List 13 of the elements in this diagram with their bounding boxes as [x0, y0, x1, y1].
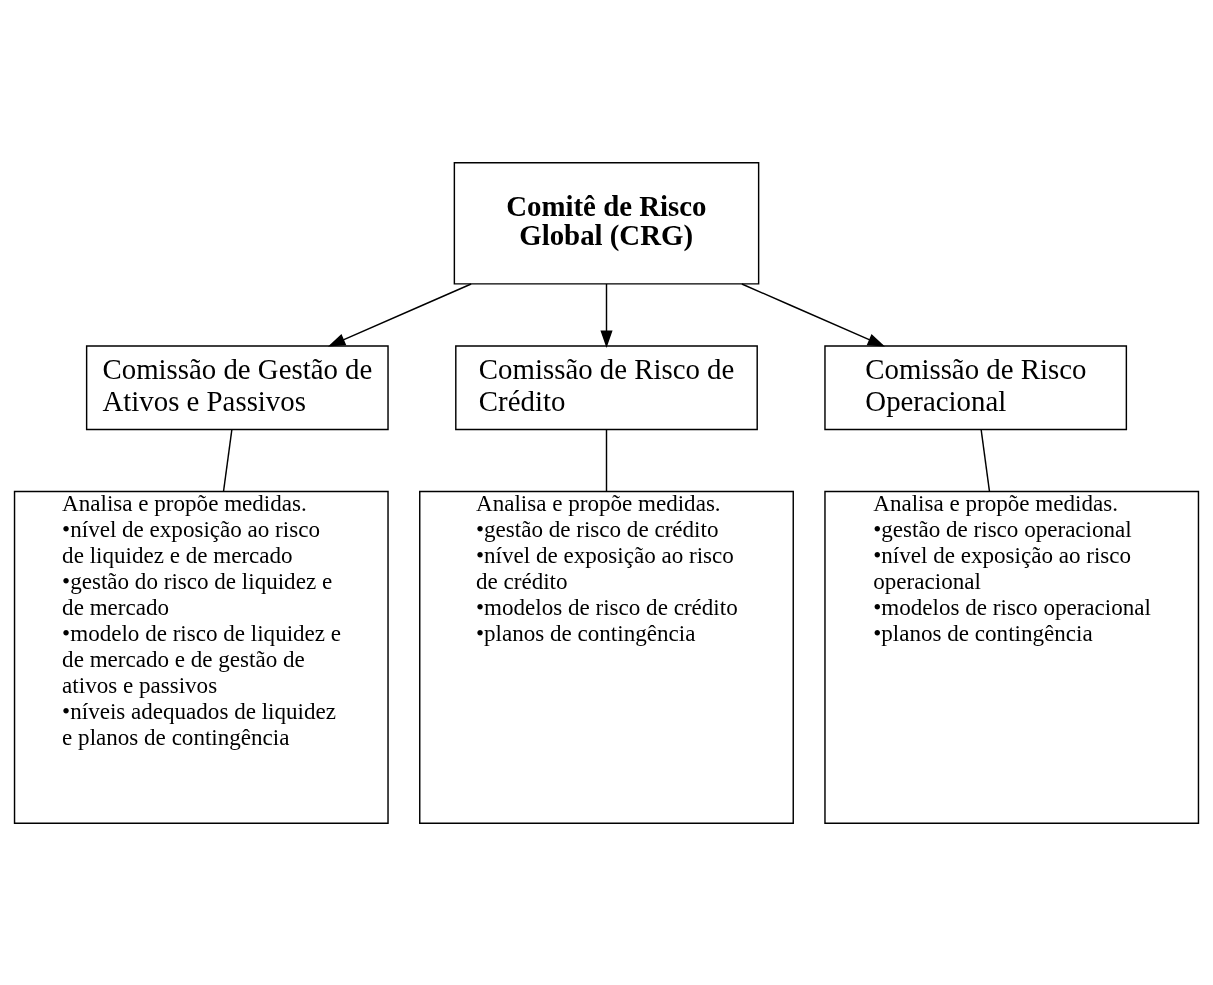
- connector: [222, 428, 233, 492]
- node-box: Analisa e propõe medidas. •gestão de risco operacional •nível de exposição ao risco operacional •modelos de risco operacional •planos de contingência: [824, 490, 1200, 824]
- node-box: Comissão de Gestão de Ativos e Passivos: [85, 344, 389, 430]
- arrow: [600, 282, 613, 348]
- arrow: [741, 282, 885, 347]
- connector: [605, 428, 608, 492]
- node-box: Comissão de Risco de Crédito: [455, 344, 758, 430]
- node-box: Comissão de Risco Operacional: [824, 344, 1128, 430]
- arrow: [328, 282, 472, 347]
- node-box: Analisa e propõe medidas. •gestão de risco de crédito •nível de exposição ao risco de crédito •modelos de risco de crédito •planos de contingência: [419, 490, 794, 824]
- connector: [980, 428, 991, 492]
- node-box: Analisa e propõe medidas. •nível de exposição ao risco de liquidez e de mercado •gestão do risco de liquidez e de mercado •modelo de risco de liquidez e de mercado e de gestão de ativos e passivos •níveis adequados de liquidez e planos de contingência: [13, 490, 389, 824]
- node-box: Comitê de Risco Global (CRG): [453, 161, 760, 285]
